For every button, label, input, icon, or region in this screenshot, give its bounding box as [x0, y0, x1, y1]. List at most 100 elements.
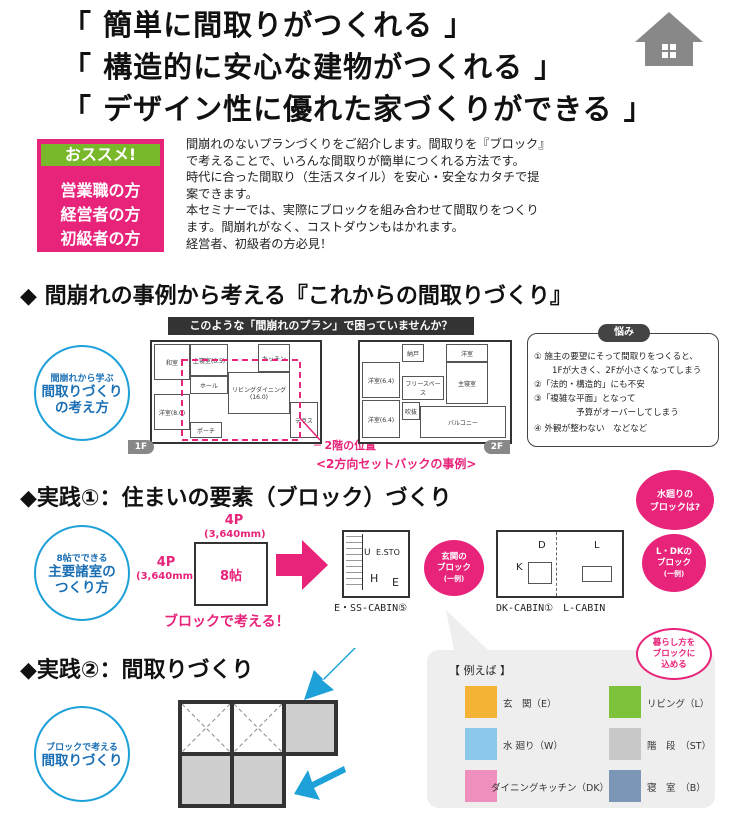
room-label: バルコニー: [420, 406, 506, 438]
section2-circle: 8帖でできる 主要諸室の つくり方: [34, 525, 130, 621]
grid-cell: [178, 752, 234, 808]
circle-line: 間取りづくり: [41, 752, 123, 769]
recommend-box: おススメ! 営業職の方 経営者の方 初級者の方: [37, 139, 164, 252]
legend-label: 階 段 （ST）: [647, 741, 712, 752]
worry-line: ① 施主の要望にそって間取りをつくると、: [534, 352, 699, 362]
room-label: 和室: [154, 344, 190, 380]
legend-label: リビング（L）: [647, 699, 710, 710]
entrance-swatch: [465, 686, 497, 718]
divider: [556, 532, 558, 596]
room-label: 洋室: [446, 344, 488, 362]
section1-title: ◆ 間崩れの事例から考える『これからの間取りづくり』: [20, 284, 572, 309]
bubble-line: 水廻りの: [656, 490, 693, 500]
floor-badge-2f: 2F: [484, 440, 510, 454]
intro-line: 経営者、初級者の方必見！: [186, 236, 333, 251]
sofa-icon: [582, 566, 612, 582]
worry-line: ④ 外観が整わない などなど: [534, 424, 648, 434]
water-swatch: [465, 728, 497, 760]
arrow-right-icon: [276, 540, 328, 590]
cabin-letter: E.STO: [376, 548, 400, 557]
bubble-line: 玄関の: [441, 551, 467, 562]
room-label: 納戸: [402, 344, 424, 362]
dining-kitchen-swatch: [465, 770, 497, 802]
bubble-line: ブロック: [656, 557, 691, 568]
floor-badge-1f: 1F: [128, 440, 154, 454]
circle-small-text: 間崩れから学ぶ: [50, 373, 114, 384]
cabin-letter: L: [594, 540, 600, 551]
bubble-line: ブロックに: [652, 648, 696, 659]
worries-box: 悩み ① 施主の要望にそって間取りをつくると、 1Fが大きく、2Fが小さくなって…: [527, 324, 719, 447]
cabin1-label: E・SS-CABIN⑤: [334, 603, 408, 614]
setback-caption: <2方向セットバックの事例>: [316, 457, 477, 471]
dim-value: 4P: [224, 513, 244, 528]
worry-line: ②「法的・構造的」にも不安: [534, 380, 645, 390]
recommend-title: おススメ!: [41, 144, 160, 166]
recommend-item: 営業職の方: [60, 181, 141, 200]
room-label: 洋室(8.0): [154, 394, 190, 430]
intro-text: 間崩れのないプランづくりをご紹介します。間取りを『ブロック』 で考えることで、い…: [186, 136, 606, 252]
cabin2-label: DK-CABIN① L-CABIN: [496, 603, 606, 614]
room-label: ポーチ: [190, 422, 222, 438]
dim-mm: (3,640mm): [136, 571, 198, 582]
stair-icon: [346, 534, 363, 590]
legend-label: 玄 関（E）: [503, 699, 557, 710]
bubble-line: (一例): [443, 574, 465, 583]
problem-banner: このような「間崩れのプラン」で困っていませんか？: [168, 317, 474, 335]
intro-line: 案できます。: [186, 186, 258, 201]
grid-cell: [230, 752, 286, 808]
cabin-letter: E: [392, 576, 399, 589]
block-caption: ブロックで考える！: [164, 614, 290, 630]
bubble-line: L・DKの: [655, 546, 693, 557]
bubble-line: 暮らし方を: [652, 637, 696, 648]
callout-pointer: [446, 610, 488, 650]
grid-cell: [282, 700, 338, 756]
circle-line: 主要諸室の: [48, 563, 116, 580]
ldk-block-plan: D K L: [496, 530, 624, 598]
bubble-line: (一例): [663, 569, 685, 578]
intro-line: で考えることで、いろんな間取りが簡単につくれる方法です。: [186, 153, 525, 168]
entrance-block-plan: U E.STO H E: [342, 530, 410, 598]
intro-line: 間崩れのないプランづくりをご紹介します。間取りを『ブロック』: [186, 137, 551, 151]
cabin-letter: K: [516, 562, 523, 573]
headline-1: 「 簡単に間取りがつくれる 」: [62, 8, 475, 42]
cabin-letter: U: [364, 548, 371, 558]
bubble-line: 込める: [661, 659, 687, 670]
floor-plan-2f: 洋室(6.4) 洋室(6.4) 主寝室 フリースペース 洋室 納戸 バルコニー …: [358, 340, 512, 444]
room-label: フリースペース: [402, 376, 444, 400]
room-label: 主寝室: [446, 362, 488, 404]
room-label: 洋室(6.4): [362, 400, 400, 438]
water-bubble: 水廻りの ブロックは?: [636, 470, 714, 530]
room-label: リビングダイニング(16.0): [228, 372, 290, 414]
cabin-letter: D: [538, 540, 546, 551]
lifestyle-bubble: 暮らし方を ブロックに 込める: [636, 628, 712, 680]
legend-label: 水 廻り（W）: [503, 741, 563, 752]
circle-line: つくり方: [55, 579, 109, 596]
circle-line: の考え方: [55, 399, 109, 416]
floor-plan-1f: 和室 洋室(8.0) リビングダイニング(16.0) ホール キッチン 主寝室(…: [150, 340, 322, 444]
circle-small-text: ブロックで考える: [46, 742, 118, 753]
second-floor-outline: [181, 359, 321, 441]
cabin-letter: H: [370, 572, 379, 585]
entrance-bubble: 玄関の ブロック (一例): [424, 540, 484, 596]
arrow-left-icon: [294, 766, 346, 800]
living-swatch: [609, 686, 641, 718]
bedroom-swatch: [609, 770, 641, 802]
intro-line: 時代に合った間取り（生活スタイル）を安心・安全なカタチで提: [186, 170, 540, 185]
ldk-bubble: L・DKの ブロック (一例): [642, 534, 706, 592]
section3-circle: ブロックで考える 間取りづくり: [34, 706, 130, 802]
recommend-item: 初級者の方: [60, 229, 141, 248]
cross-lines: [182, 704, 282, 752]
bubble-line: ブロックは?: [649, 503, 701, 513]
room-label: 洋室(6.4): [362, 362, 400, 398]
dim-value: 4P: [156, 555, 176, 570]
room-label: 吹抜: [402, 402, 420, 420]
section3-title: ◆実践②：間取りづくり: [20, 658, 254, 683]
worry-line: 1Fが大きく、2Fが小さくなってしまう: [552, 366, 702, 376]
bubble-line: ブロック: [436, 562, 471, 573]
legend-label: 寝 室 （B）: [647, 783, 706, 794]
section2-title: ◆実践①：住まいの要素（ブロック）づくり: [20, 486, 452, 511]
house-icon: [635, 12, 703, 66]
worry-line: ③「複雑な平面」となって: [534, 394, 636, 404]
headline-2: 「 構造的に安心な建物がつくれる 」: [62, 50, 565, 84]
dimension-top: 4P (3,640mm): [204, 513, 266, 542]
